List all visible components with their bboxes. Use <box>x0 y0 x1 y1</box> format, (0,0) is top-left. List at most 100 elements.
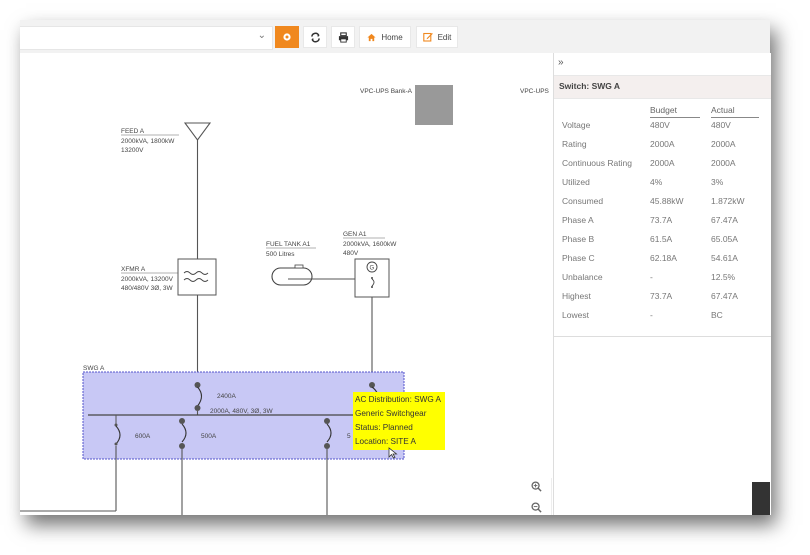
tooltip-line-status: Status: Planned <box>355 423 413 432</box>
actual-value: 54.61A <box>711 253 738 263</box>
budget-value: 62.18A <box>650 253 677 263</box>
budget-value: - <box>650 310 653 320</box>
fuel-tank-capacity: 500 Litres <box>266 251 295 258</box>
diagram-select[interactable]: ⌄ <box>20 26 273 50</box>
main-breaker-2400a[interactable] <box>194 382 203 411</box>
actual-value: 65.05A <box>711 234 738 244</box>
budget-value: 2000A <box>650 139 675 149</box>
column-budget: Budget <box>650 105 700 118</box>
table-row: Utilized 4% 3% <box>562 177 767 196</box>
row-label: Rating <box>562 139 587 149</box>
table-row: Lowest - BC <box>562 310 767 329</box>
actual-value: 2000A <box>711 158 736 168</box>
table-row: Unbalance-12.5% <box>562 272 767 291</box>
table-header: Budget Actual <box>562 105 767 120</box>
branch-breaker-500a[interactable] <box>179 418 187 449</box>
zoom-out-icon <box>531 502 542 513</box>
transformer-symbol[interactable] <box>177 258 217 296</box>
row-label: Utilized <box>562 177 590 187</box>
actual-value: 1.872kW <box>711 196 745 206</box>
row-label: Phase A <box>562 215 594 225</box>
zoom-controls <box>523 478 552 515</box>
panel-title: Switch: SWG A <box>559 81 621 91</box>
table-row: Highest 73.7A 67.47A <box>562 291 767 310</box>
branch-breaker-600a[interactable] <box>114 415 121 446</box>
home-button[interactable]: Home <box>359 26 411 48</box>
home-label: Home <box>381 32 403 42</box>
feed-rating: 2000kVA, 1800kW <box>121 138 175 145</box>
zoom-in-button[interactable] <box>531 481 542 495</box>
gen-title: GEN A1 <box>343 231 367 238</box>
row-label: Continuous Rating <box>562 158 632 168</box>
actual-value: BC <box>711 310 723 320</box>
column-actual: Actual <box>711 105 759 118</box>
svg-text:G: G <box>370 266 375 272</box>
fuel-tank-symbol[interactable] <box>271 264 313 286</box>
panel-divider <box>554 336 771 337</box>
table-row: Continuous Rating 2000A 2000A <box>562 158 767 177</box>
dark-overlay-element <box>752 482 770 515</box>
edit-button[interactable]: Edit <box>416 26 458 48</box>
main-breaker-label: 2400A <box>217 393 236 400</box>
table-row: Voltage 480V 480V <box>562 120 767 139</box>
refresh-button[interactable] <box>303 26 327 48</box>
branch-3-label: 5 <box>347 433 351 440</box>
row-label: Phase C <box>562 253 595 263</box>
xfmr-title: XFMR A <box>121 266 146 273</box>
table-row: Phase C 62.18A 54.61A <box>562 253 767 272</box>
branch-600a-label: 600A <box>135 433 151 440</box>
row-label: Highest <box>562 291 591 301</box>
row-label: Unbalance <box>562 272 603 282</box>
actual-value: 480V <box>711 120 731 130</box>
gear-icon <box>283 33 291 41</box>
budget-value: 61.5A <box>650 234 673 244</box>
tooltip-line-distribution: AC Distribution: SWG A <box>355 395 441 404</box>
branch-500a-label: 500A <box>201 433 217 440</box>
row-label: Voltage <box>562 120 591 130</box>
panel-header: Switch: SWG A <box>554 75 771 99</box>
generator-symbol[interactable]: G <box>354 258 390 298</box>
budget-value: 4% <box>650 177 663 187</box>
settings-button[interactable] <box>275 26 299 48</box>
vpc-ups-label: VPC-UPS <box>520 88 550 95</box>
swg-tooltip: AC Distribution: SWG A Generic Switchgea… <box>353 392 445 450</box>
budget-value: 73.7A <box>650 291 673 301</box>
one-line-diagram[interactable]: VPC-UPS Bank-A VPC-UPS FEED A 2000kVA, 1… <box>20 53 553 515</box>
gen-rating: 2000kVA, 1600kW <box>343 241 397 248</box>
refresh-icon <box>310 32 320 42</box>
print-button[interactable] <box>331 26 355 48</box>
feed-title: FEED A <box>121 128 145 135</box>
branch-breaker-3[interactable] <box>324 418 332 449</box>
actual-value: 12.5% <box>711 272 736 282</box>
row-label: Consumed <box>562 196 604 206</box>
vpc-ups-bank-a-label: VPC-UPS Bank-A <box>360 88 413 95</box>
chevron-down-icon: ⌄ <box>257 30 266 41</box>
actual-value: 67.47A <box>711 215 738 225</box>
gen-voltage: 480V <box>343 250 359 257</box>
bus-rating-label: 2000A, 480V, 3Ø, 3W <box>210 408 274 415</box>
budget-value: 480V <box>650 120 670 130</box>
vpc-ups-placeholder[interactable] <box>415 85 453 125</box>
budget-value: 2000A <box>650 158 675 168</box>
row-label: Lowest <box>562 310 589 320</box>
edit-label: Edit <box>437 32 452 42</box>
properties-table: Budget Actual Voltage 480V 480V Rating 2000A… <box>562 105 767 329</box>
zoom-out-button[interactable] <box>531 502 542 516</box>
tooltip-line-type: Generic Switchgear <box>355 409 427 418</box>
collapse-panel-icon[interactable]: » <box>558 57 564 68</box>
tooltip-line-location: Location: SITE A <box>355 437 416 446</box>
actual-value: 3% <box>711 177 724 187</box>
print-icon <box>338 31 348 43</box>
zoom-in-icon <box>531 481 542 492</box>
toolbar: ⌄ Home Edit <box>20 20 770 53</box>
xfmr-rating: 2000kVA, 13200V <box>121 276 174 283</box>
xfmr-voltage: 480/480V 3Ø, 3W <box>121 285 174 292</box>
diagram-canvas[interactable]: VPC-UPS Bank-A VPC-UPS FEED A 2000kVA, 1… <box>20 53 553 515</box>
utility-feed-symbol[interactable] <box>183 122 212 141</box>
actual-value: 67.47A <box>711 291 738 301</box>
swg-title: SWG A <box>83 365 105 372</box>
